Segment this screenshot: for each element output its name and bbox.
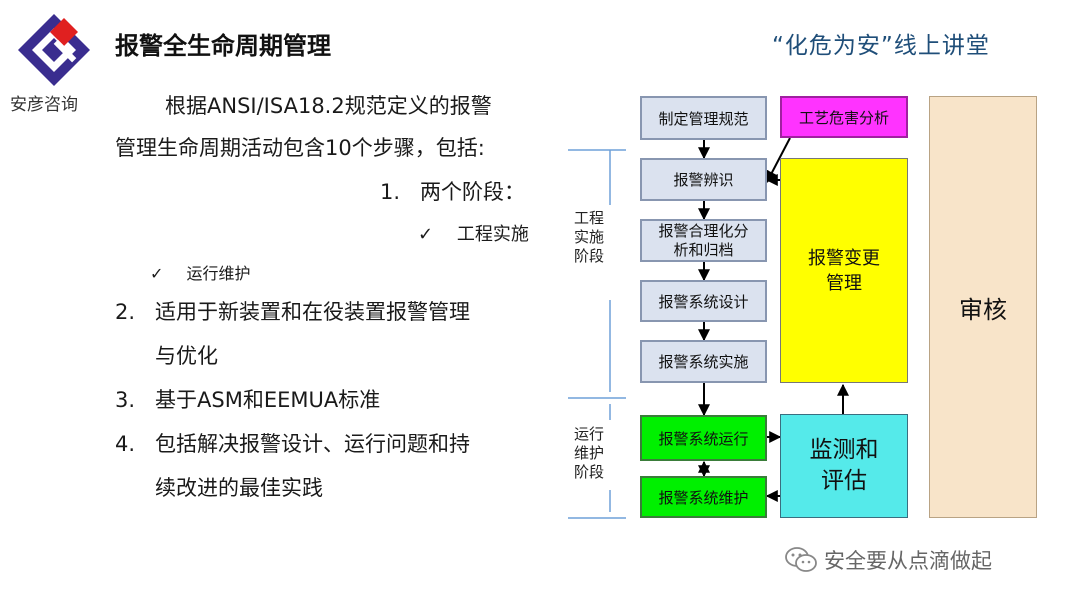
watermark-text: 安全要从点滴做起 [824, 549, 992, 573]
step-box-management-rules: 制定管理规范 [640, 96, 767, 140]
process-hazard-analysis-box: 工艺危害分析 [780, 96, 908, 138]
box-line: 管理 [826, 272, 862, 294]
phase-label-line: 阶段 [573, 247, 604, 265]
box-line: 报警合理化分 [658, 221, 749, 240]
list-item-3: 3. 基于ASM和EEMUA标准 [115, 386, 380, 414]
audit-box: 审核 [929, 96, 1037, 518]
step-box-implementation: 报警系统实施 [640, 340, 767, 383]
check-icon: ✓ [418, 224, 434, 245]
box-line: 报警变更 [808, 247, 880, 269]
box-line: 析和归档 [673, 240, 734, 259]
page-title: 报警全生命周期管理 [115, 32, 331, 60]
step-box-design: 报警系统设计 [640, 280, 767, 322]
check-icon: ✓ [150, 264, 164, 283]
box-line: 监测和 [809, 437, 879, 463]
list-item-2: 2. 适用于新装置和在役装置报警管理 [115, 298, 470, 326]
slogan: “化危为安”线上讲堂 [772, 33, 990, 59]
list-item-4-cont: 续改进的最佳实践 [155, 476, 323, 500]
list-number: 4. [115, 432, 136, 456]
step-box-operation: 报警系统运行 [640, 415, 767, 461]
list-item-1: 1. 两个阶段： [380, 178, 525, 206]
box-line: 评估 [821, 468, 867, 494]
step-box-rationalization: 报警合理化分 析和归档 [640, 219, 767, 262]
phase-brackets [568, 149, 626, 519]
list-number: 1. [380, 180, 401, 204]
phase-label-engineering: 工程 实施 阶段 [568, 209, 610, 266]
list-text: 包括解决报警设计、运行问题和持 [155, 432, 470, 456]
intro-line-2: 管理生命周期活动包含10个步骤，包括: [115, 136, 485, 160]
list-number: 2. [115, 300, 136, 324]
phase-label-line: 运行 [573, 425, 604, 443]
sub-item-label: 工程实施 [456, 224, 529, 245]
phase-label-line: 工程 [573, 209, 604, 227]
wechat-icon [785, 547, 817, 572]
sub-item-operations: ✓ 运行维护 [150, 260, 251, 284]
step-box-maintenance: 报警系统维护 [640, 476, 767, 518]
phase-label-line: 实施 [573, 228, 604, 246]
sub-item-label: 运行维护 [186, 264, 251, 283]
list-number: 3. [115, 388, 136, 412]
list-text: 适用于新装置和在役装置报警管理 [155, 300, 470, 324]
phase-label-line: 维护 [573, 444, 604, 462]
company-logo [18, 14, 90, 86]
phase-label-line: 阶段 [573, 463, 604, 481]
monitor-assess-box: 监测和 评估 [780, 414, 908, 518]
intro-line-1: 根据ANSI/ISA18.2规范定义的报警 [165, 94, 492, 118]
watermark: 安全要从点滴做起 [784, 545, 992, 575]
list-text: 基于ASM和EEMUA标准 [155, 388, 381, 412]
phase-label-operations: 运行 维护 阶段 [568, 425, 610, 482]
change-management-box: 报警变更 管理 [780, 158, 908, 383]
list-text: 两个阶段： [420, 180, 525, 204]
list-item-4: 4. 包括解决报警设计、运行问题和持 [115, 430, 470, 458]
step-box-identification: 报警辨识 [640, 158, 767, 201]
company-name: 安彦咨询 [10, 95, 78, 115]
sub-item-engineering: ✓ 工程实施 [418, 220, 529, 246]
list-item-2-cont: 与优化 [155, 344, 218, 368]
